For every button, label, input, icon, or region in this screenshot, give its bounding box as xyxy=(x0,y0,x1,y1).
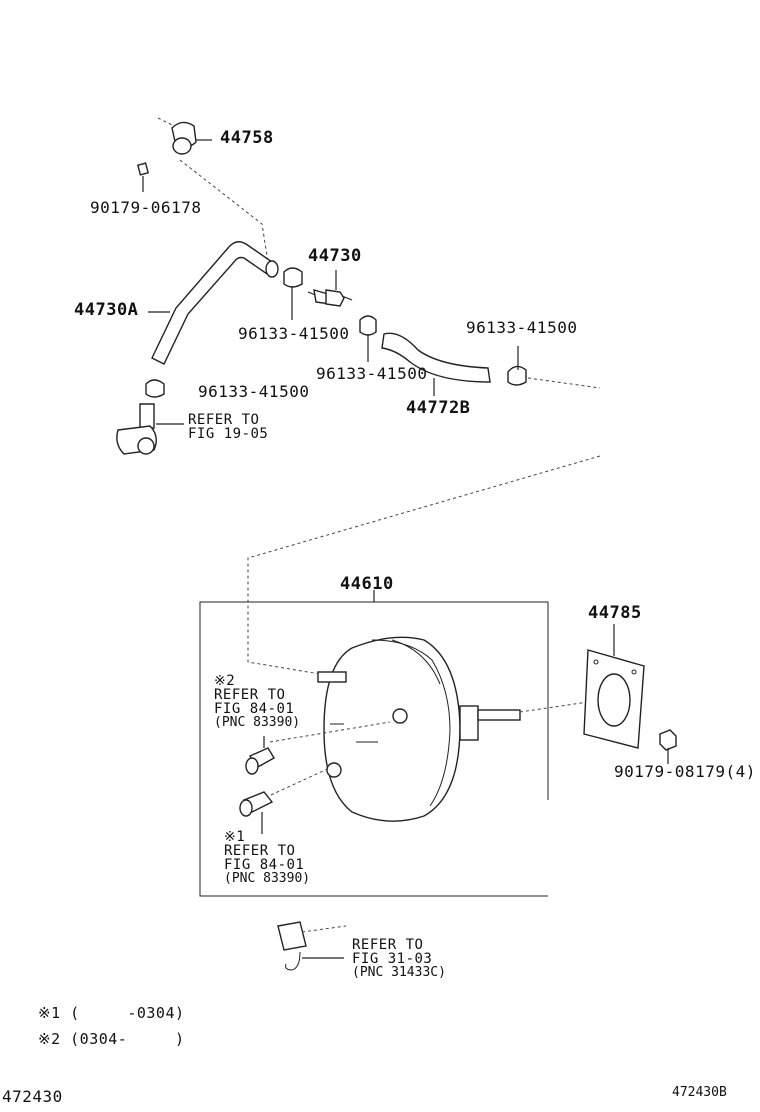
clip-96133-a-drawing xyxy=(145,379,165,398)
reference-line: (PNC 83390) xyxy=(224,871,311,886)
reference-line: FIG 84-01 xyxy=(214,701,295,717)
hose-44730A-drawing xyxy=(148,241,279,365)
clamp-44758-drawing xyxy=(157,117,212,155)
reference-mark: ※1 xyxy=(224,829,246,845)
sensor-31-03-drawing xyxy=(277,921,347,971)
booster-frame xyxy=(199,590,549,897)
reference-line: REFER TO xyxy=(352,937,424,953)
figure-code-right: 472430B xyxy=(672,1085,727,1100)
part-number-44758: 44758 xyxy=(220,128,274,148)
part-number-44785: 44785 xyxy=(588,603,642,623)
fitting-19-05-drawing xyxy=(116,403,184,455)
check-valve-44730-drawing xyxy=(307,270,353,307)
connector-lower-drawing xyxy=(239,791,274,834)
part-number-96133-41500-c: 96133-41500 xyxy=(316,364,428,383)
reference-line: REFER TO xyxy=(188,412,260,428)
reference-fig-31-03: REFER TO FIG 31-03 (PNC 31433C) xyxy=(352,938,446,980)
reference-line: REFER TO xyxy=(214,687,286,703)
connector-upper-drawing xyxy=(245,736,275,775)
clip-96133-d-drawing xyxy=(507,346,601,389)
reference-line: (PNC 83390) xyxy=(214,715,301,730)
part-number-90179-08179: 90179-08179(4) xyxy=(614,762,756,781)
clip-90179-06178-drawing xyxy=(136,162,150,192)
reference-mark-2: ※2 REFER TO FIG 84-01 (PNC 83390) xyxy=(214,674,300,730)
reference-line: FIG 19-05 xyxy=(188,426,269,442)
clip-96133-b-drawing xyxy=(283,267,303,320)
reference-mark: ※2 xyxy=(214,673,236,689)
gasket-44785-drawing xyxy=(583,624,645,749)
part-number-96133-41500-a: 96133-41500 xyxy=(238,324,350,343)
reference-line: FIG 84-01 xyxy=(224,857,305,873)
part-number-90179-06178: 90179-06178 xyxy=(90,198,202,217)
reference-mark-1: ※1 REFER TO FIG 84-01 (PNC 83390) xyxy=(224,830,310,886)
reference-fig-19-05: REFER TO FIG 19-05 xyxy=(188,413,268,441)
part-number-96133-41500-b: 96133-41500 xyxy=(466,318,578,337)
part-number-44772B: 44772B xyxy=(406,398,471,418)
brake-booster-44610-drawing xyxy=(259,636,589,822)
part-number-96133-41500-d: 96133-41500 xyxy=(198,382,310,401)
part-number-44610: 44610 xyxy=(340,574,394,594)
reference-line: REFER TO xyxy=(224,843,296,859)
clip-96133-c-drawing xyxy=(359,315,377,362)
reference-line: (PNC 31433C) xyxy=(352,965,446,980)
figure-code-left: 472430 xyxy=(2,1087,63,1106)
footnote-1: ※1 ( -0304) xyxy=(38,1004,185,1022)
part-number-44730: 44730 xyxy=(308,246,362,266)
footnote-2: ※2 (0304- ) xyxy=(38,1030,185,1048)
part-number-44730A: 44730A xyxy=(74,300,139,320)
reference-line: FIG 31-03 xyxy=(352,951,433,967)
hose-44772B-drawing xyxy=(381,332,491,396)
nut-90179-08179-drawing xyxy=(659,729,677,764)
